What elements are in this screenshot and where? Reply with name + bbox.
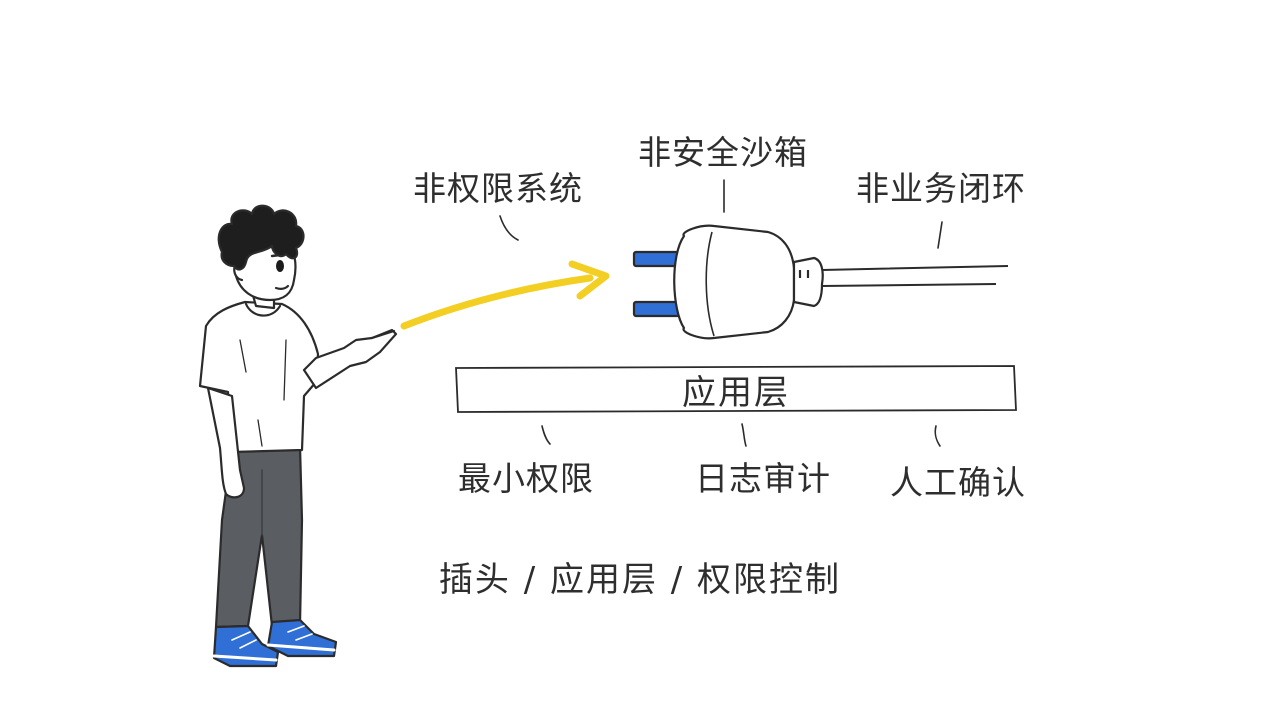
tick-non-permission: [499, 215, 519, 241]
label-non-business-loop: 非业务闭环: [856, 169, 1026, 208]
label-non-permission-system: 非权限系统: [413, 169, 583, 208]
label-non-security-sandbox: 非安全沙箱: [638, 133, 808, 172]
eye: [276, 260, 284, 272]
callout-ticks: [499, 179, 943, 447]
label-log-audit: 日志审计: [695, 459, 831, 498]
hair: [217, 204, 305, 271]
left-arm: [206, 386, 246, 499]
yellow-arrow-icon: [400, 260, 610, 330]
plug-body: [673, 224, 796, 340]
pointing-arm: [302, 328, 398, 390]
tick-human-confirm: [934, 425, 941, 447]
plug-cable: [821, 265, 1009, 287]
label-least-privilege: 最小权限: [458, 459, 594, 498]
plug-icon: [632, 224, 1009, 340]
label-human-confirm: 人工确认: [890, 463, 1026, 502]
tick-non-business: [937, 221, 943, 249]
tick-least-privilege: [541, 425, 551, 445]
tick-log-audit: [741, 423, 747, 447]
person-figure: [198, 204, 398, 668]
app-layer-box: [455, 365, 1017, 413]
footer-title: 插头 / 应用层 / 权限控制: [438, 560, 842, 600]
label-app-layer: 应用层: [682, 372, 790, 413]
plug-neck: [792, 256, 824, 308]
